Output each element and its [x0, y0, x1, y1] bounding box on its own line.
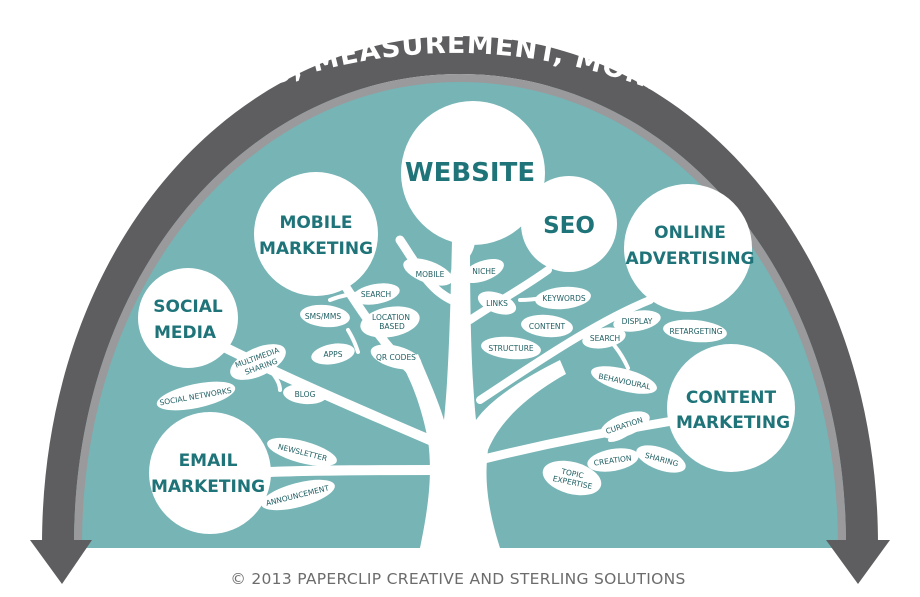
leaf-location-label-1: LOCATION [372, 313, 410, 322]
node-content-label-2: MARKETING [676, 413, 790, 433]
right-arrow-head [826, 540, 890, 584]
leaf-keywords-label: KEYWORDS [542, 294, 586, 303]
node-content [667, 344, 795, 472]
node-content-label-1: CONTENT [686, 388, 777, 408]
node-online-label-1: ONLINE [654, 223, 726, 243]
leaf-search-right-label: SEARCH [590, 334, 620, 343]
node-email [149, 412, 271, 534]
node-seo-label: SEO [543, 213, 595, 239]
node-online [624, 184, 752, 312]
node-mobile-label-1: MOBILE [279, 213, 352, 233]
left-arrow-head [30, 540, 92, 584]
node-online-label-2: ADVERTISING [625, 249, 754, 269]
leaf-sms-label: SMS/MMS [305, 312, 341, 321]
node-social [138, 268, 238, 368]
node-website-label: WEBSITE [405, 158, 535, 188]
leaf-links-label: LINKS [486, 299, 508, 308]
node-email-label-2: MARKETING [151, 477, 265, 497]
node-mobile [254, 172, 378, 296]
leaf-structure-label: STRUCTURE [488, 344, 534, 353]
leaf-blog-label: BLOG [295, 390, 316, 399]
leaf-mobile-label: MOBILE [416, 270, 445, 279]
node-social-label-2: MEDIA [154, 323, 217, 343]
node-email-label-1: EMAIL [179, 451, 238, 471]
node-mobile-label-2: MARKETING [259, 239, 373, 259]
leaf-niche-label: NICHE [472, 267, 496, 276]
node-social-label-1: SOCIAL [153, 297, 223, 317]
leaf-retargeting-label: RETARGETING [669, 327, 722, 336]
leaf-location-label-2: BASED [379, 322, 405, 331]
leaf-qr-label: QR CODES [376, 353, 416, 362]
leaf-search-top-label: SEARCH [361, 290, 391, 299]
leaf-apps-label: APPS [324, 350, 343, 359]
copyright-footer: © 2013 PAPERCLIP CREATIVE AND STERLING S… [230, 570, 685, 588]
leaf-display-label: DISPLAY [622, 317, 653, 326]
leaf-content-label: CONTENT [529, 322, 566, 331]
